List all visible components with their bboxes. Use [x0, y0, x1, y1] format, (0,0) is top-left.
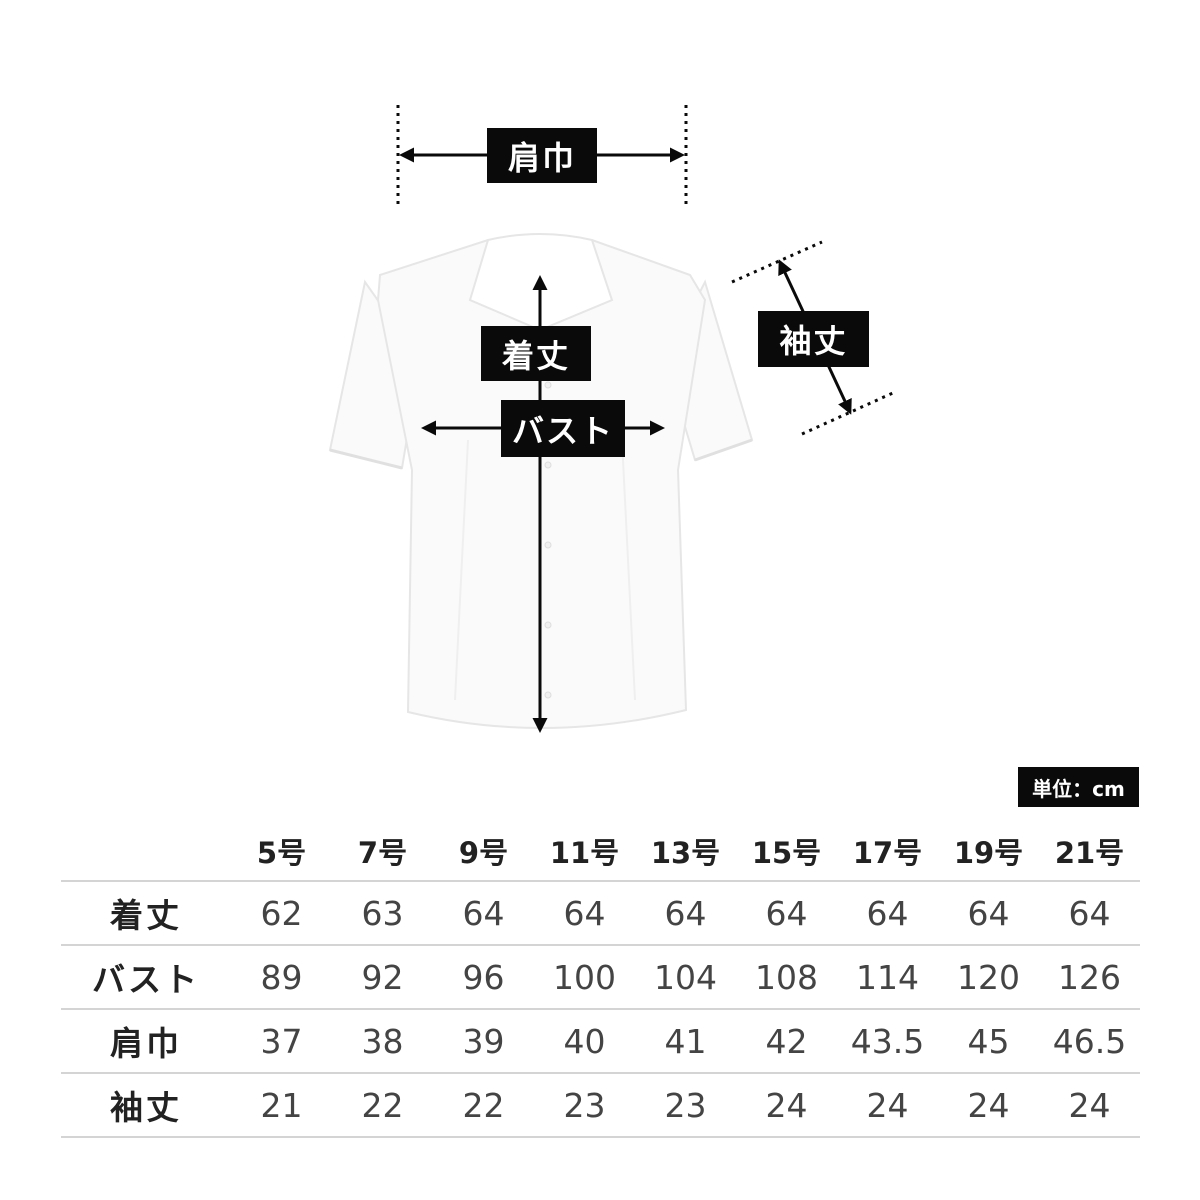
- table-cell: 22: [462, 1085, 505, 1125]
- table-cell: 24: [1068, 1085, 1111, 1125]
- length-label: 着丈: [481, 326, 591, 381]
- table-cell: 126: [1058, 957, 1121, 997]
- table-cell: 42: [765, 1021, 808, 1061]
- table-cell: 21: [260, 1085, 303, 1125]
- table-cell: 24: [967, 1085, 1010, 1125]
- size-header: 19号: [953, 836, 1024, 870]
- table-cell: 64: [664, 893, 707, 933]
- table-cell: 64: [866, 893, 909, 933]
- table-cell: 64: [462, 893, 505, 933]
- sleeve-guide-top: [731, 240, 823, 284]
- shoulder-label: 肩巾: [487, 128, 597, 183]
- table-cell: 63: [361, 893, 404, 933]
- table-cell: 24: [866, 1085, 909, 1125]
- table-cell: 64: [1068, 893, 1111, 933]
- table-cell: 41: [664, 1021, 707, 1061]
- table-row: バスト 89 92 96 100 104 108 114 120 126: [61, 945, 1140, 1009]
- blouse-illustration: [328, 105, 896, 733]
- corner-cell: [61, 822, 231, 881]
- table-cell: 108: [755, 957, 818, 997]
- table-cell: 45: [967, 1021, 1010, 1061]
- table-cell: 38: [361, 1021, 404, 1061]
- table-cell: 37: [260, 1021, 303, 1061]
- table-cell: 23: [664, 1085, 707, 1125]
- table-cell: 22: [361, 1085, 404, 1125]
- table-cell: 92: [361, 957, 404, 997]
- size-header: 5号: [256, 836, 307, 870]
- table-cell: 46.5: [1052, 1021, 1127, 1061]
- table-cell: 120: [957, 957, 1020, 997]
- measurement-diagram: 肩巾 着丈 バスト 袖丈: [328, 105, 896, 733]
- sleeve-guide-bottom: [801, 390, 896, 436]
- bust-label: バスト: [501, 400, 625, 457]
- size-table: 5号 7号 9号 11号 13号 15号 17号 19号 21号 着丈 62 6…: [61, 822, 1140, 1138]
- size-header: 21号: [1054, 836, 1125, 870]
- row-label: 肩巾: [110, 1024, 182, 1063]
- table-cell: 23: [563, 1085, 606, 1125]
- table-cell: 114: [856, 957, 919, 997]
- table-cell: 64: [765, 893, 808, 933]
- table-cell: 62: [260, 893, 303, 933]
- table-row: 肩巾 37 38 39 40 41 42 43.5 45 46.5: [61, 1009, 1140, 1073]
- size-header: 9号: [458, 836, 509, 870]
- table-cell: 40: [563, 1021, 606, 1061]
- table-cell: 43.5: [850, 1021, 925, 1061]
- size-header: 17号: [852, 836, 923, 870]
- table-cell: 100: [553, 957, 616, 997]
- size-header: 11号: [549, 836, 620, 870]
- size-header: 15号: [751, 836, 822, 870]
- table-cell: 104: [654, 957, 717, 997]
- table-cell: 89: [260, 957, 303, 997]
- size-header-row: 5号 7号 9号 11号 13号 15号 17号 19号 21号: [61, 822, 1140, 881]
- table-row: 着丈 62 63 64 64 64 64 64 64 64: [61, 881, 1140, 945]
- table-cell: 64: [967, 893, 1010, 933]
- table-cell: 96: [462, 957, 505, 997]
- row-label: 袖丈: [110, 1088, 182, 1127]
- sleeve-label: 袖丈: [758, 311, 869, 367]
- row-label: 着丈: [110, 896, 182, 935]
- table-row: 袖丈 21 22 22 23 23 24 24 24 24: [61, 1073, 1140, 1137]
- table-cell: 24: [765, 1085, 808, 1125]
- unit-badge: 単位：cm: [1018, 767, 1139, 807]
- row-label: バスト: [92, 960, 200, 999]
- size-header: 13号: [650, 836, 721, 870]
- table-cell: 39: [462, 1021, 505, 1061]
- size-header: 7号: [357, 836, 408, 870]
- table-cell: 64: [563, 893, 606, 933]
